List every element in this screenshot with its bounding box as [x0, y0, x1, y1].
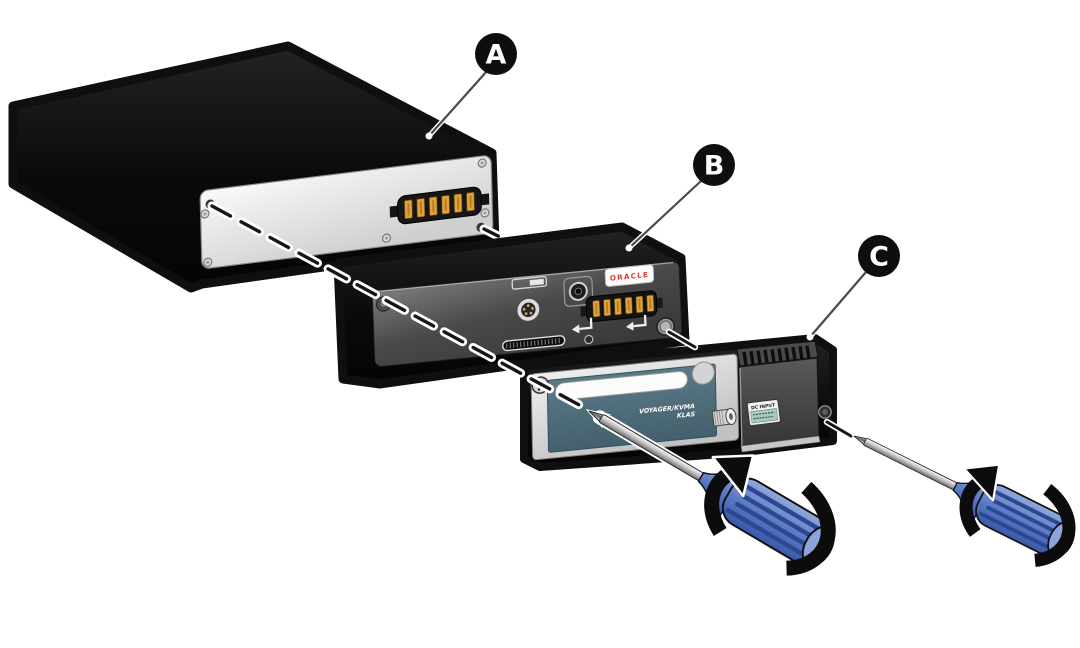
- callout-b-anchor-dot: [625, 244, 633, 252]
- callout-a-label: A: [486, 40, 507, 71]
- voyager-panel-text-line2: KLAS: [677, 411, 696, 420]
- callout-c-badge: [858, 235, 900, 277]
- callout-a: A: [425, 33, 517, 140]
- callout-a-anchor-dot: [425, 132, 433, 140]
- module-side-screw: [818, 405, 832, 419]
- alignment-dashed-line-left: [207, 201, 588, 412]
- screw-hole: [584, 334, 594, 345]
- dc-input-label: DC INPUT: [746, 398, 781, 427]
- callout-a-badge: [475, 33, 517, 75]
- alignment-segments-right: [665, 328, 855, 440]
- callout-b: B: [625, 144, 735, 252]
- panel-slot: [554, 371, 688, 401]
- unit-c-chassis: VOYAGER/KVMA KLAS DC INPUT: [520, 334, 837, 471]
- unit-b-pin-connector: [580, 290, 663, 323]
- callout-c-anchor-dot: [806, 333, 814, 341]
- oracle-brand-label: ORACLE: [604, 264, 655, 287]
- eject-arrow-icon: [571, 317, 593, 334]
- dc-input-text: DC INPUT: [751, 402, 777, 411]
- din-connector: [516, 297, 541, 322]
- card-slot: [502, 335, 566, 352]
- unit-a-screw-holes: [200, 158, 490, 267]
- unit-a-pin-connector: [389, 186, 490, 225]
- oracle-brand-text: ORACLE: [610, 270, 650, 283]
- panel-hole: [691, 361, 715, 385]
- screwdriver-2-icon: [839, 400, 1080, 585]
- indicator-window: [511, 275, 548, 290]
- callout-c-label: C: [869, 242, 889, 273]
- dc-power-jack: [563, 275, 594, 307]
- unit-b-chassis: ORACLE: [333, 222, 690, 389]
- module-ridges: [742, 345, 811, 366]
- barrel-connector: [711, 408, 737, 427]
- dc-input-module: DC INPUT: [711, 340, 832, 453]
- connector-pins: [404, 191, 475, 220]
- callout-c: C: [806, 235, 900, 341]
- eject-arrow-icon: [625, 314, 647, 331]
- callout-b-badge: [693, 144, 735, 186]
- callout-b-label: B: [704, 151, 725, 182]
- connector-pins: [592, 294, 655, 318]
